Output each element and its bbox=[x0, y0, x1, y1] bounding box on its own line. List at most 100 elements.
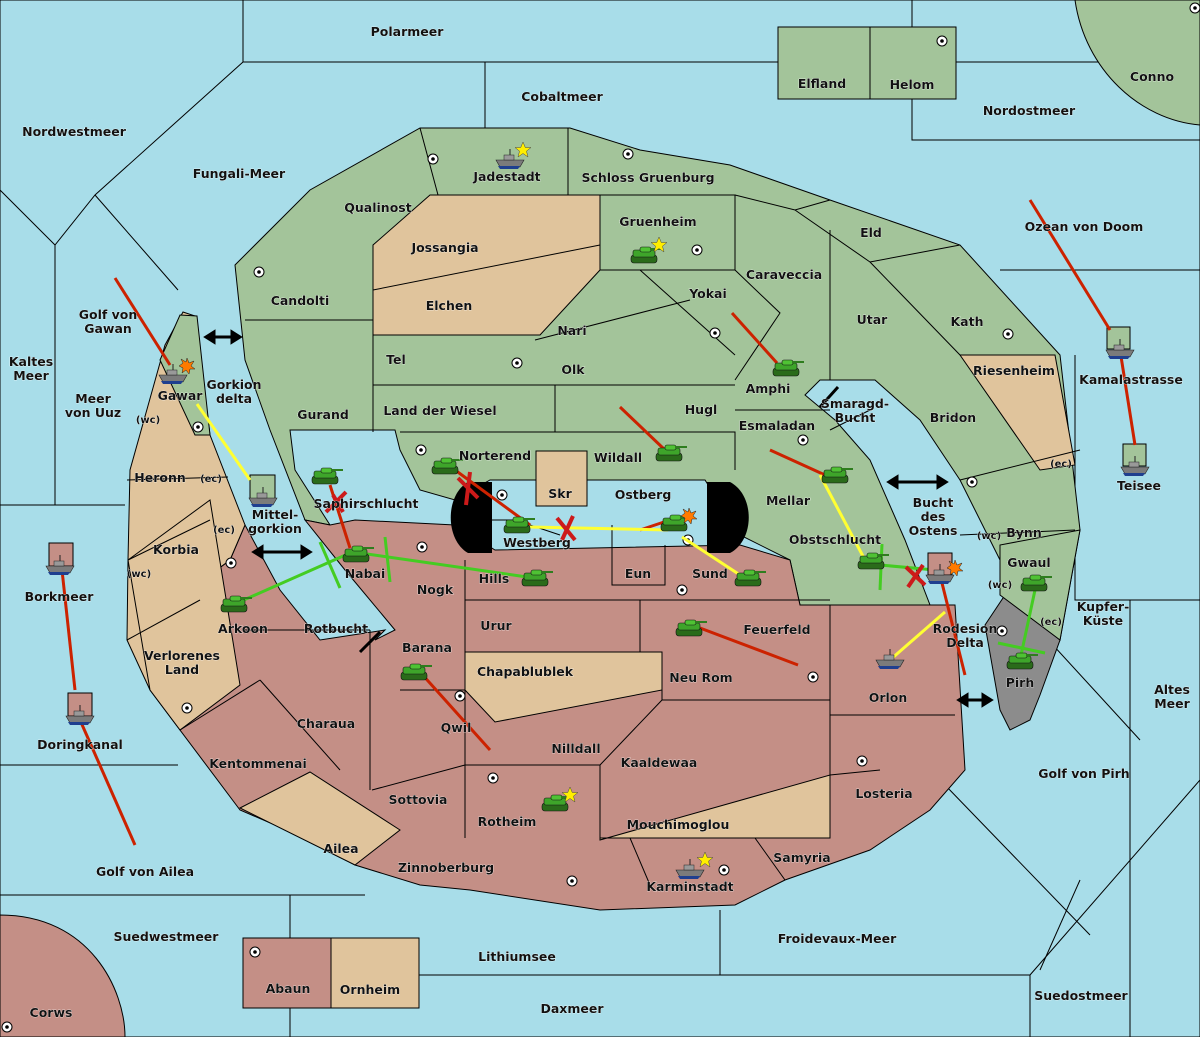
label-samyria: Samyria bbox=[773, 850, 831, 865]
label-nordostmeer: Nordostmeer bbox=[983, 103, 1076, 118]
label-land-der-wiesel: Land der Wiesel bbox=[383, 403, 496, 418]
label-nabai: Nabai bbox=[345, 566, 386, 581]
label-mouchimoglou: Mouchimoglou bbox=[627, 817, 730, 832]
label-mellar: Mellar bbox=[766, 493, 811, 508]
label-suedwestmeer: Suedwestmeer bbox=[114, 929, 220, 944]
label-heronn: Heronn bbox=[134, 470, 186, 485]
label-nari: Nari bbox=[557, 323, 586, 338]
impassable-west bbox=[450, 482, 492, 553]
label-karminstadt: Karminstadt bbox=[646, 879, 733, 894]
label-daxmeer: Daxmeer bbox=[540, 1001, 604, 1016]
support-orders bbox=[195, 403, 946, 662]
label-suedostmeer: Suedostmeer bbox=[1034, 988, 1128, 1003]
label-yokai: Yokai bbox=[688, 286, 727, 301]
label-teisee: Teisee bbox=[1117, 478, 1161, 493]
jossangia-elchen-border bbox=[372, 244, 601, 291]
adjacency-arrows bbox=[203, 329, 994, 708]
label-kamalastrasse: Kamalastrasse bbox=[1079, 372, 1183, 387]
label-qualinost: Qualinost bbox=[344, 200, 411, 215]
label-polarmeer: Polarmeer bbox=[371, 24, 445, 39]
label-norterend: Norterend bbox=[459, 448, 531, 463]
coast-tag-ec: (ec) bbox=[1050, 459, 1072, 470]
label-rotbucht: Rotbucht bbox=[304, 621, 368, 636]
label-corws: Corws bbox=[30, 1005, 73, 1020]
province-korbia-verlorenes bbox=[127, 499, 241, 731]
label-sund: Sund bbox=[692, 566, 728, 581]
label-neu-rom: Neu Rom bbox=[669, 670, 732, 685]
label-riesenheim: Riesenheim bbox=[973, 363, 1055, 378]
label-korbia: Korbia bbox=[153, 542, 199, 557]
label-ornheim: Ornheim bbox=[340, 982, 400, 997]
label-bynn: Bynn bbox=[1006, 525, 1041, 540]
label-gurand: Gurand bbox=[297, 407, 349, 422]
label-fungali-meer: Fungali-Meer bbox=[193, 166, 286, 181]
province-elfland[interactable] bbox=[777, 26, 871, 100]
label-saphirschlucht: Saphirschlucht bbox=[314, 496, 419, 511]
label-losteria: Losteria bbox=[855, 786, 912, 801]
label-froidevaux-meer: Froidevaux-Meer bbox=[778, 931, 897, 946]
label-gwaul: Gwaul bbox=[1007, 555, 1050, 570]
label-ozean-von-doom: Ozean von Doom bbox=[1025, 219, 1144, 234]
province-ornheim[interactable] bbox=[330, 937, 420, 1009]
label-barana: Barana bbox=[402, 640, 452, 655]
label-kentommenai: Kentommenai bbox=[209, 756, 307, 771]
province-skr[interactable] bbox=[535, 450, 588, 507]
label-gawar: Gawar bbox=[158, 388, 204, 403]
label-golf-von-pirh: Golf von Pirh bbox=[1038, 766, 1129, 781]
province-corws[interactable] bbox=[0, 914, 126, 1037]
label-doringkanal: Doringkanal bbox=[37, 737, 123, 752]
coast-tag-wc: (wc) bbox=[127, 569, 151, 580]
coast-tag-wc: (wc) bbox=[977, 531, 1001, 542]
label-nogk: Nogk bbox=[417, 582, 454, 597]
label-ostberg: Ostberg bbox=[615, 487, 672, 502]
fleet-bucht-des-ostens[interactable] bbox=[925, 552, 964, 585]
labels: PolarmeerCobaltmeerNordwestmeerFungali-M… bbox=[9, 24, 1191, 1021]
label-kath: Kath bbox=[951, 314, 984, 329]
label-arkoon: Arkoon bbox=[218, 621, 268, 636]
label-jossangia: Jossangia bbox=[410, 240, 478, 255]
label-elchen: Elchen bbox=[426, 298, 473, 313]
coast-tag-ec: (ec) bbox=[200, 474, 222, 485]
label-kupfer-k-ste: Kupfer-Küste bbox=[1077, 599, 1130, 628]
label-abaun: Abaun bbox=[266, 981, 311, 996]
label-hugl: Hugl bbox=[685, 402, 718, 417]
label-skr: Skr bbox=[548, 486, 572, 501]
label-qwil: Qwil bbox=[441, 720, 472, 735]
province-mouchimoglou[interactable] bbox=[599, 774, 831, 841]
label-olk: Olk bbox=[561, 362, 585, 377]
label-utar: Utar bbox=[857, 312, 889, 327]
label-esmaladan: Esmaladan bbox=[739, 418, 815, 433]
label-wildall: Wildall bbox=[594, 450, 642, 465]
label-obstschlucht: Obstschlucht bbox=[789, 532, 881, 547]
units bbox=[45, 141, 1150, 880]
impassable-east bbox=[707, 482, 749, 553]
label-sottovia: Sottovia bbox=[389, 792, 448, 807]
label-nilldall: Nilldall bbox=[551, 741, 600, 756]
label-zinnoberburg: Zinnoberburg bbox=[398, 860, 494, 875]
label-elfland: Elfland bbox=[798, 76, 846, 91]
province-ailea[interactable] bbox=[238, 771, 401, 866]
province-conno[interactable] bbox=[1074, 0, 1200, 126]
label-rotheim: Rotheim bbox=[478, 814, 537, 829]
label-helom: Helom bbox=[890, 77, 935, 92]
label-orlon: Orlon bbox=[869, 690, 908, 705]
failed-order-marks bbox=[324, 471, 927, 589]
label-tel: Tel bbox=[386, 352, 406, 367]
label-charaua: Charaua bbox=[297, 716, 355, 731]
label-smaragd-bucht: Smaragd-Bucht bbox=[821, 396, 889, 425]
coast-tag-wc: (wc) bbox=[136, 415, 160, 426]
province-riesenheim[interactable] bbox=[959, 354, 1076, 471]
label-chapablublek: Chapablublek bbox=[477, 664, 574, 679]
label-gruenheim: Gruenheim bbox=[619, 214, 696, 229]
label-eld: Eld bbox=[860, 225, 882, 240]
label-jadestadt: Jadestadt bbox=[472, 169, 540, 184]
label-amphi: Amphi bbox=[746, 381, 791, 396]
label-candolti: Candolti bbox=[271, 293, 330, 308]
